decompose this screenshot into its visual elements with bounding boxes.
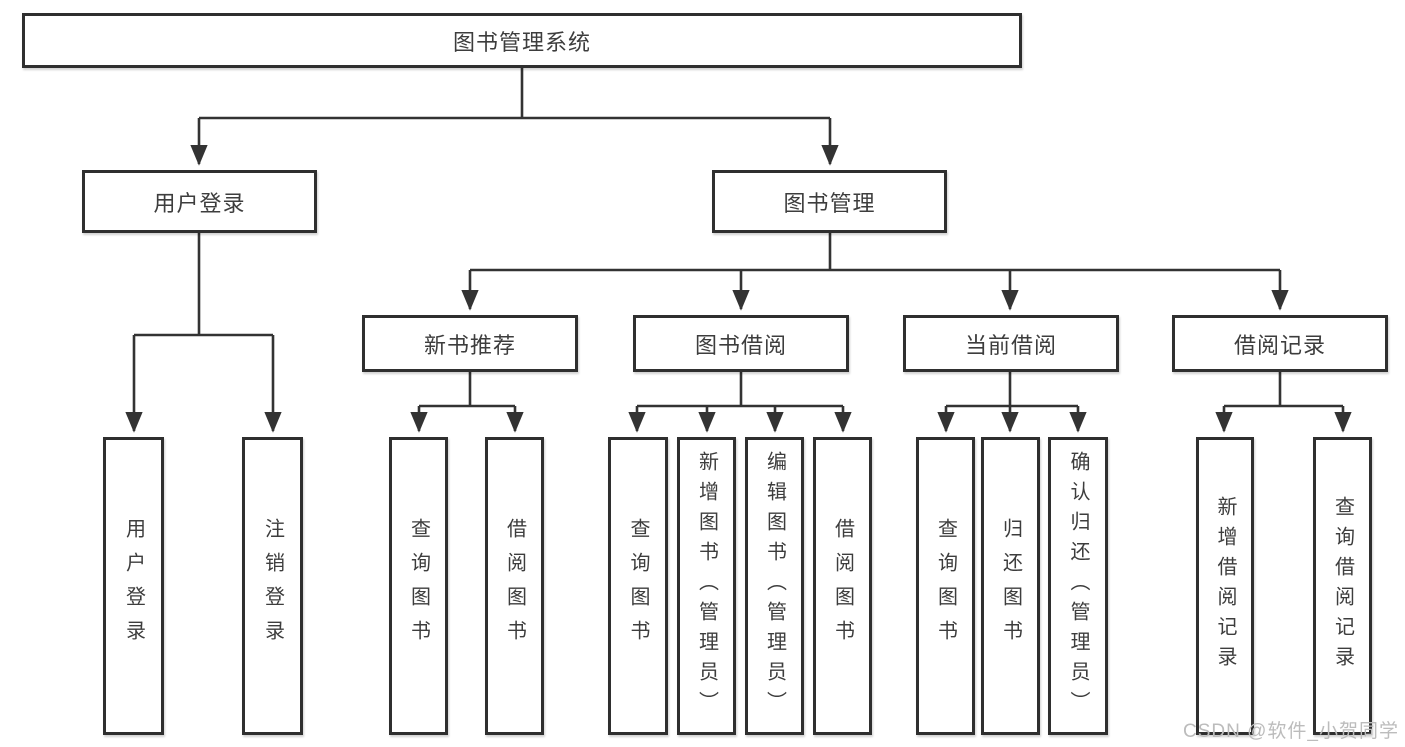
leaf-user-login: 用户登录 (103, 437, 164, 735)
leaf-logout-label: 注销登录 (261, 518, 284, 654)
leaf-borrow-edit-books-admin-label: 编辑图书（管理员） (763, 451, 786, 721)
leaf-newbook-query-books-label: 查询图书 (407, 518, 430, 654)
leaf-records-add-record: 新增借阅记录 (1196, 437, 1254, 735)
leaf-current-confirm-return-admin-label: 确认归还（管理员） (1067, 451, 1089, 721)
leaf-current-return-books-label: 归还图书 (999, 518, 1022, 654)
node-book-management-system: 图书管理系统 (22, 13, 1022, 68)
leaf-newbook-borrow-books: 借阅图书 (485, 437, 544, 735)
leaf-records-query-record: 查询借阅记录 (1313, 437, 1372, 735)
leaf-borrow-add-books-admin-label: 新增图书（管理员） (695, 451, 718, 721)
node-book-management: 图书管理 (712, 170, 947, 233)
leaf-current-return-books: 归还图书 (981, 437, 1040, 735)
leaf-current-confirm-return-admin: 确认归还（管理员） (1048, 437, 1108, 735)
leaf-borrow-query-books: 查询图书 (608, 437, 668, 735)
leaf-current-query-books-label: 查询图书 (934, 518, 957, 654)
node-borrowing-records: 借阅记录 (1172, 315, 1388, 372)
leaf-user-login-label: 用户登录 (122, 518, 145, 654)
csdn-watermark: CSDN @软件_小贺同学 (1183, 721, 1399, 742)
node-current-borrowing: 当前借阅 (903, 315, 1119, 372)
leaf-records-query-record-label: 查询借阅记录 (1331, 496, 1354, 676)
leaf-borrow-borrow-books-label: 借阅图书 (831, 518, 854, 654)
node-new-book-recommend: 新书推荐 (362, 315, 578, 372)
leaf-records-add-record-label: 新增借阅记录 (1214, 496, 1236, 676)
leaf-borrow-edit-books-admin: 编辑图书（管理员） (745, 437, 804, 735)
node-book-borrowing: 图书借阅 (633, 315, 849, 372)
leaf-newbook-query-books: 查询图书 (389, 437, 448, 735)
leaf-current-query-books: 查询图书 (916, 437, 975, 735)
leaf-borrow-borrow-books: 借阅图书 (813, 437, 872, 735)
leaf-borrow-add-books-admin: 新增图书（管理员） (677, 437, 736, 735)
node-user-login: 用户登录 (82, 170, 317, 233)
leaf-newbook-borrow-books-label: 借阅图书 (503, 518, 526, 654)
leaf-borrow-query-books-label: 查询图书 (627, 518, 649, 654)
leaf-logout: 注销登录 (242, 437, 303, 735)
